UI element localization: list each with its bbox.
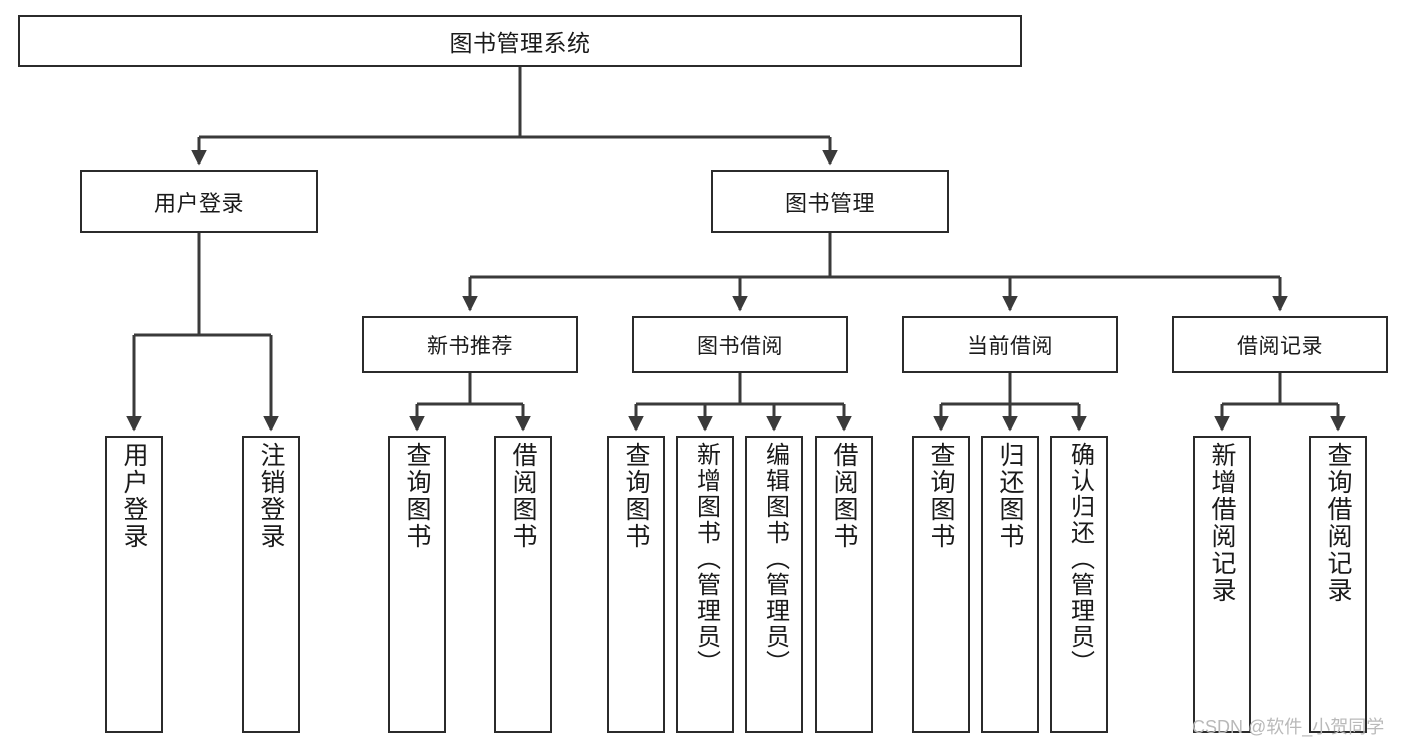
node-label: 用户登录 (120, 442, 148, 550)
node-label: 归还图书 (996, 442, 1024, 550)
leaf-borrow-record-query-record[interactable]: 查询借阅记录 (1309, 436, 1367, 733)
leaf-new-book-borrow-books[interactable]: 借阅图书 (494, 436, 552, 733)
leaf-book-borrow-borrow-books[interactable]: 借阅图书 (815, 436, 873, 733)
node-label: 注销登录 (257, 442, 285, 550)
node-label: 借阅图书 (830, 442, 858, 550)
leaf-current-borrow-return-books[interactable]: 归还图书 (981, 436, 1039, 733)
node-label: 编辑图书（管理员） (761, 442, 789, 676)
leaf-borrow-record-add-record[interactable]: 新增借阅记录 (1193, 436, 1251, 733)
node-label: 图书管理 (784, 190, 875, 216)
node-label: 用户登录 (153, 190, 244, 216)
node-label: 查询图书 (403, 442, 431, 550)
watermark-csdn: CSDN @软件_小贺同学 (1192, 717, 1385, 737)
node-new-book-recommendation[interactable]: 新书推荐 (362, 316, 578, 373)
leaf-current-borrow-query-books[interactable]: 查询图书 (912, 436, 970, 733)
node-label: 新增借阅记录 (1208, 442, 1236, 604)
node-label: 查询图书 (927, 442, 955, 550)
node-book-management[interactable]: 图书管理 (711, 170, 949, 233)
node-book-borrowing[interactable]: 图书借阅 (632, 316, 848, 373)
node-label: 当前借阅 (967, 334, 1053, 358)
leaf-user-login-login[interactable]: 用户登录 (105, 436, 163, 733)
node-user-login[interactable]: 用户登录 (80, 170, 318, 233)
node-label: 查询借阅记录 (1324, 442, 1352, 604)
leaf-book-borrow-add-book-admin[interactable]: 新增图书（管理员） (676, 436, 734, 733)
node-label: 新书推荐 (427, 334, 513, 358)
node-label: 图书管理系统 (449, 30, 591, 56)
node-label: 查询图书 (622, 442, 650, 550)
leaf-book-borrow-query-books[interactable]: 查询图书 (607, 436, 665, 733)
node-borrow-record[interactable]: 借阅记录 (1172, 316, 1388, 373)
node-label: 新增图书（管理员） (692, 442, 720, 676)
node-label: 确认归还（管理员） (1066, 442, 1094, 676)
node-root-book-management-system[interactable]: 图书管理系统 (18, 15, 1022, 67)
leaf-current-borrow-confirm-return-admin[interactable]: 确认归还（管理员） (1050, 436, 1108, 733)
leaf-book-borrow-edit-book-admin[interactable]: 编辑图书（管理员） (745, 436, 803, 733)
node-label: 借阅图书 (509, 442, 537, 550)
node-label: 借阅记录 (1237, 334, 1323, 358)
leaf-new-book-query-books[interactable]: 查询图书 (388, 436, 446, 733)
node-current-borrowing[interactable]: 当前借阅 (902, 316, 1118, 373)
node-label: 图书借阅 (697, 334, 783, 358)
leaf-user-login-logout[interactable]: 注销登录 (242, 436, 300, 733)
